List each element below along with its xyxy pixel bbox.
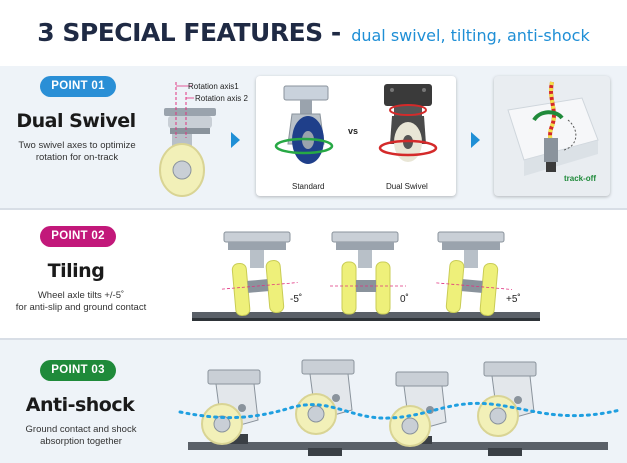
arrow-right-icon (471, 132, 480, 148)
dual-swivel-caster-image (159, 82, 216, 197)
dual-swivel-label: Dual Swivel (386, 182, 428, 191)
section-divider (0, 338, 627, 340)
feature-title-dual-swivel: Dual Swivel (16, 110, 136, 132)
track-off-label: track-off (564, 174, 597, 183)
dual-swivel-comparison-image (378, 84, 438, 162)
section-dual-swivel: POINT 01 Dual Swivel Two swivel axes to … (0, 66, 627, 208)
point-02-badge: POINT 02 (40, 226, 116, 247)
title-main: 3 SPECIAL FEATURES - (37, 18, 341, 47)
section-tiling: POINT 02 Tiling Wheel axle tilts +/-5˚ f… (0, 210, 627, 338)
rotation-axis1-label: Rotation axis1 (188, 82, 239, 91)
feature-title-anti-shock: Anti-shock (25, 394, 135, 416)
feature-description-tiling: Wheel axle tilts +/-5˚ for anti-slip and… (15, 290, 147, 313)
comparison-panel: vs Standard Dual Swivel (256, 76, 456, 196)
tilted-caster-zero (330, 231, 406, 315)
section-anti-shock: POINT 03 Anti-shock Ground contact and s… (0, 340, 627, 463)
shock-wave-line (178, 401, 622, 420)
tilt-angle-plus5: +5˚ (506, 294, 521, 305)
feature-description-anti-shock: Ground contact and shock absorption toge… (25, 424, 137, 447)
vs-label: vs (348, 126, 359, 136)
point-03-badge: POINT 03 (40, 360, 116, 381)
tilted-caster-plus5 (436, 231, 513, 316)
tilt-rail (192, 312, 540, 321)
rotation-axis2-label: Rotation axis 2 (195, 94, 248, 103)
track-off-panel: track-off (494, 76, 610, 196)
header: 3 SPECIAL FEATURES - dual swivel, tiltin… (0, 0, 627, 70)
tilt-angle-zero: 0˚ (400, 294, 409, 305)
standard-label: Standard (292, 182, 325, 191)
track-off-image (507, 81, 599, 176)
section-divider (0, 208, 627, 210)
tilt-angle-minus5: -5˚ (290, 294, 303, 305)
anti-shock-caster-3 (389, 371, 449, 447)
standard-caster-image (274, 85, 334, 164)
tilted-caster-minus5 (221, 231, 298, 316)
arrow-right-icon (231, 132, 240, 148)
page-title: 3 SPECIAL FEATURES - dual swivel, tiltin… (0, 18, 627, 47)
feature-title-tiling: Tiling (47, 260, 105, 282)
anti-shock-caster-1 (201, 369, 261, 445)
title-sub: dual swivel, tilting, anti-shock (351, 26, 590, 45)
point-01-badge: POINT 01 (40, 76, 116, 97)
feature-description-dual-swivel: Two swivel axes to optimize rotation for… (18, 140, 136, 163)
